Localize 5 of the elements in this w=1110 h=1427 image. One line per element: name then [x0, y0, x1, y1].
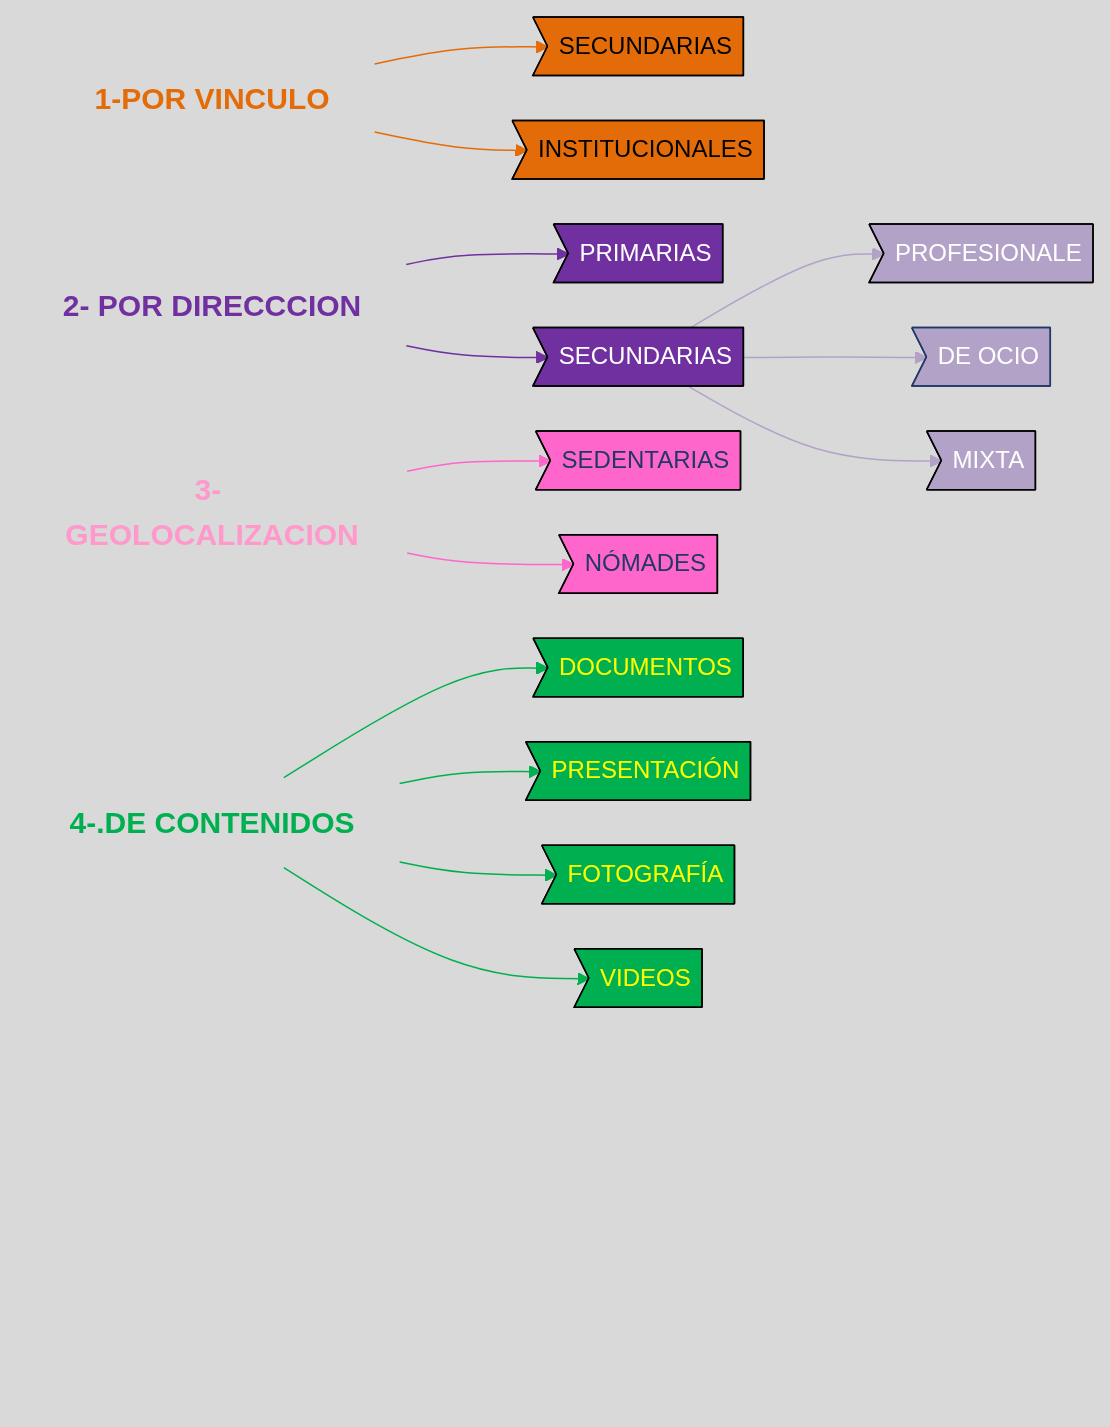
arrow [406, 552, 575, 572]
node-text: 3- GEOLOCALIZACION [65, 473, 359, 552]
node-text: 4-.DE CONTENIDOS [69, 806, 355, 840]
node-text: 1-POR VINCULO [94, 81, 330, 115]
node-text: 2- POR DIRECCCION [62, 288, 362, 322]
